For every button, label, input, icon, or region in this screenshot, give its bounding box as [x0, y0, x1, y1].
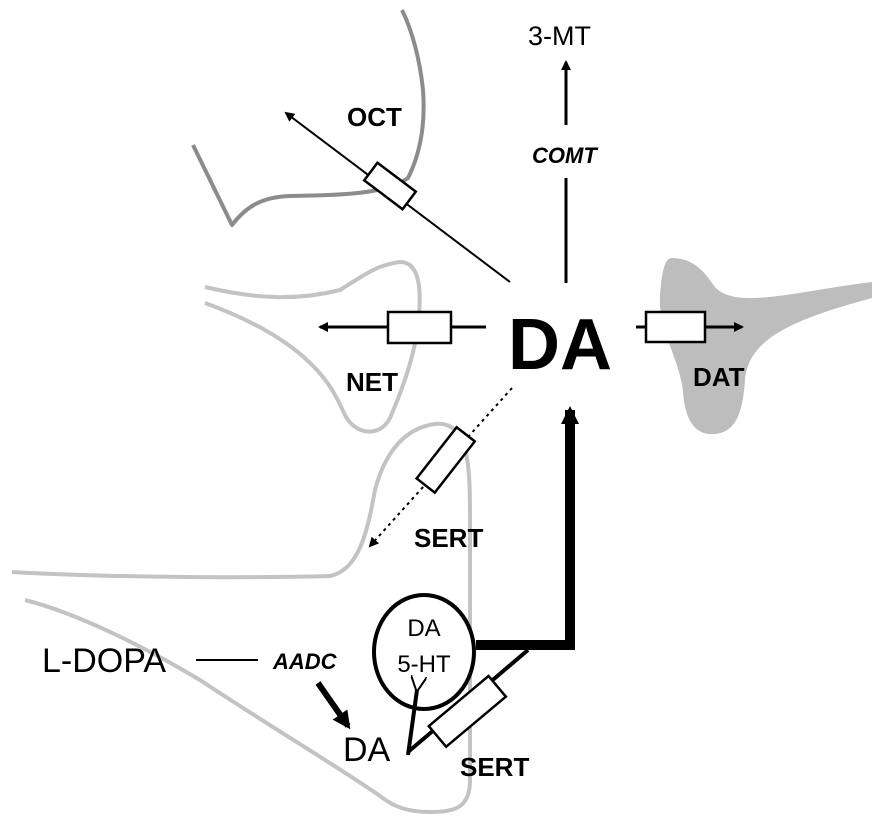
aadc-arrow — [315, 681, 351, 730]
net-cell-outline — [204, 259, 422, 434]
vesicle-uptake-arrow — [406, 690, 417, 756]
oct-transporter-box — [362, 161, 418, 211]
ldopa-label: L-DOPA — [42, 642, 166, 680]
net-label: NET — [346, 367, 398, 397]
sert-upper-label: SERT — [414, 523, 483, 553]
da-main-label: DA — [508, 305, 612, 385]
net-transporter-box — [386, 310, 453, 345]
dat-cell — [659, 258, 872, 435]
vesicle — [372, 593, 476, 711]
vesicle-5ht-label: 5-HT — [397, 651, 451, 678]
vesicle-da-label: DA — [407, 615, 440, 642]
aadc-label: AADC — [272, 649, 338, 674]
sert-cell-outline — [11, 421, 472, 815]
dat-transporter-box — [644, 310, 707, 344]
oct-cell-outline — [191, 9, 426, 227]
da-small-label: DA — [343, 731, 391, 769]
release-arrow — [476, 406, 579, 650]
oct-label: OCT — [347, 102, 402, 132]
three-mt-label: 3-MT — [528, 21, 591, 51]
dat-label: DAT — [693, 362, 745, 392]
sert-lower-label: SERT — [460, 752, 529, 782]
sert-upper-transporter-box — [414, 425, 477, 495]
sert-lower-transporter-box — [427, 674, 508, 749]
comt-label: COMT — [532, 143, 598, 168]
